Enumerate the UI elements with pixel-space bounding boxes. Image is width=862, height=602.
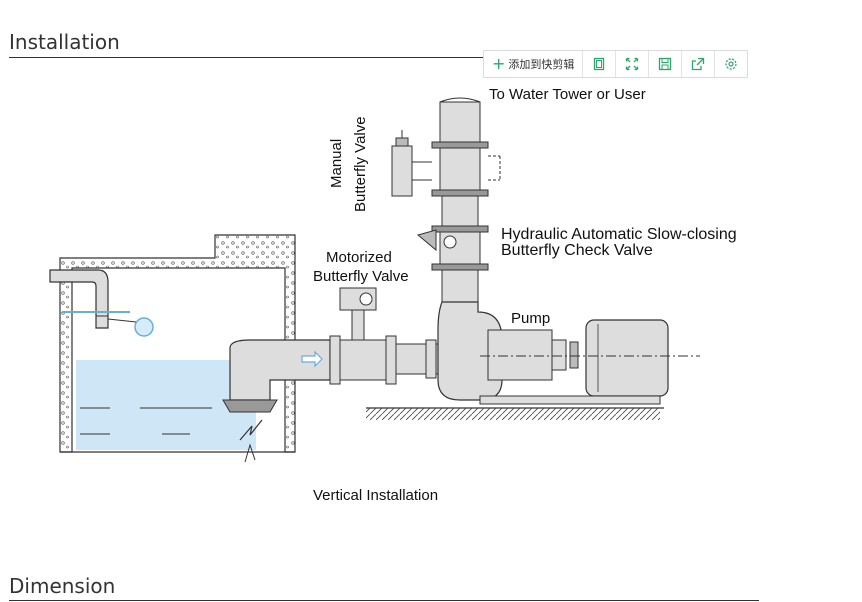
- ground-hatch: [366, 408, 660, 420]
- motorized-valve-label-line2: Butterfly Valve: [313, 268, 409, 285]
- add-to-clip-label: 添加到快剪辑: [508, 58, 575, 71]
- pump-label: Pump: [511, 310, 551, 327]
- save-button[interactable]: [649, 51, 683, 77]
- check-valve-body: [439, 231, 481, 265]
- float-ball: [134, 317, 154, 337]
- dimension-title: Dimension: [9, 574, 116, 598]
- save-icon: [659, 57, 672, 71]
- suction-elbow: [229, 339, 331, 401]
- water-tower-label: To Water Tower or User: [489, 86, 646, 103]
- manual-valve-label-line1: Manual: [328, 138, 345, 188]
- float-pipe: [49, 269, 109, 329]
- clip-toolbar: + 添加到快剪辑: [483, 50, 749, 78]
- installation-rule: [9, 57, 485, 58]
- installation-diagram: [49, 97, 700, 463]
- screenshot-button[interactable]: [583, 51, 617, 77]
- dimension-rule: [9, 600, 759, 601]
- manual-valve-label-line2: Butterfly Valve: [352, 116, 369, 212]
- settings-icon: [725, 58, 738, 70]
- manual-valve-body: [391, 145, 413, 197]
- plus-icon: +: [492, 54, 506, 73]
- hydraulic-valve-label-line1: Hydraulic Automatic Slow-closing: [501, 226, 737, 243]
- add-to-clip-button[interactable]: + 添加到快剪辑: [484, 51, 584, 77]
- motorized-valve-label-line1: Motorized: [326, 249, 392, 266]
- installation-title: Installation: [9, 30, 120, 54]
- hydraulic-valve-label-line2: Butterfly Check Valve: [501, 242, 653, 259]
- fullscreen-icon: [626, 57, 639, 71]
- diagram-caption: Vertical Installation: [313, 487, 439, 504]
- share-icon: [692, 57, 705, 71]
- fullscreen-button[interactable]: [616, 51, 650, 77]
- share-button[interactable]: [682, 51, 716, 77]
- settings-button[interactable]: [715, 51, 747, 77]
- screenshot-icon: [594, 57, 605, 71]
